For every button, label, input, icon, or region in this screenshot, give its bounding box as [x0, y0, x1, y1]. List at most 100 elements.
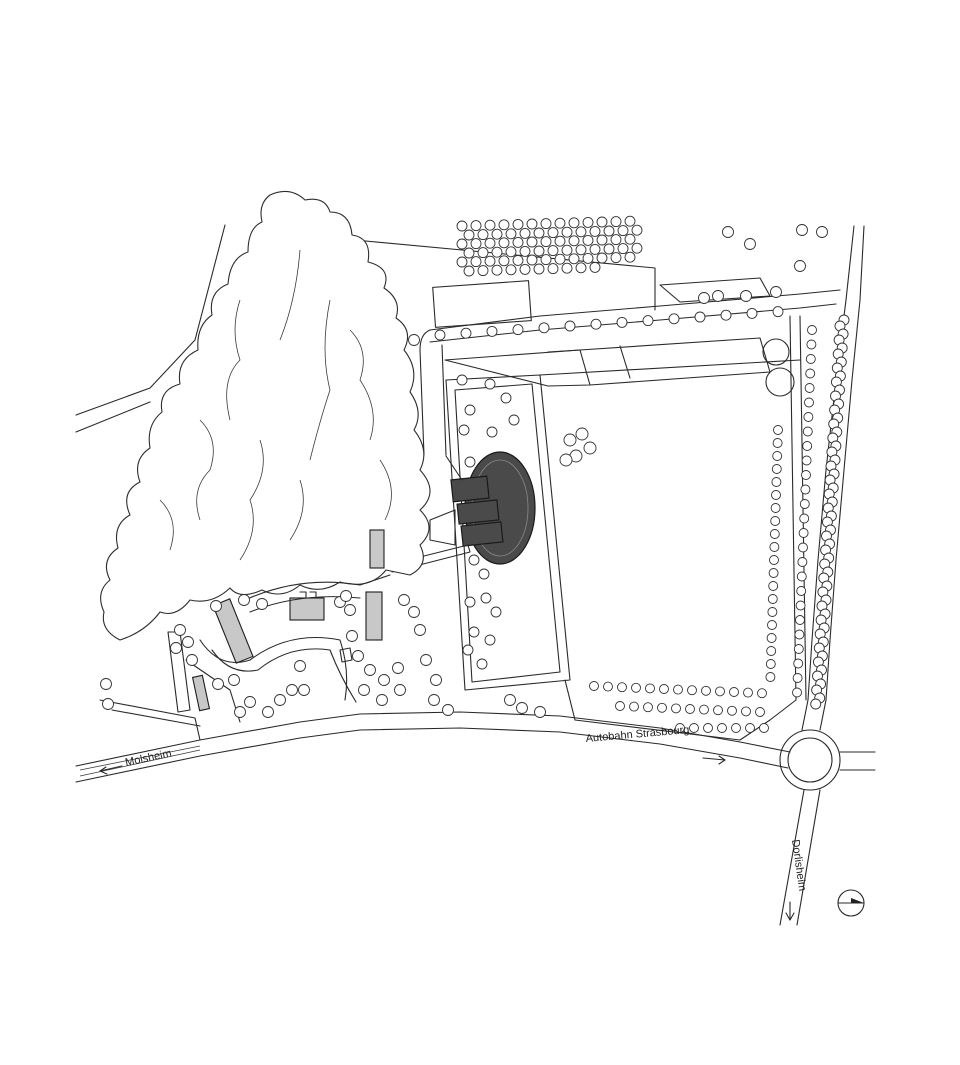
tree	[500, 392, 512, 404]
tree	[561, 226, 573, 238]
tree	[807, 325, 817, 335]
tree	[610, 252, 622, 264]
tree	[538, 322, 550, 334]
tree	[794, 629, 805, 640]
tree	[772, 438, 783, 448]
tree	[434, 329, 446, 341]
tree	[547, 245, 559, 257]
tree	[490, 606, 502, 618]
tree	[768, 581, 779, 591]
tree	[603, 243, 615, 255]
tree	[540, 254, 552, 266]
tree	[701, 685, 711, 696]
tree	[491, 228, 503, 240]
tree	[698, 292, 710, 304]
tree	[617, 243, 629, 255]
tree	[468, 554, 480, 566]
tree	[519, 245, 531, 257]
tree	[462, 644, 474, 656]
tree	[699, 704, 709, 715]
tree	[274, 694, 286, 706]
tree	[519, 263, 531, 275]
tree	[464, 404, 476, 416]
tree	[713, 705, 723, 716]
tree	[547, 263, 559, 275]
tree	[516, 702, 528, 714]
tree	[603, 681, 613, 692]
tree	[526, 236, 538, 248]
tree	[244, 696, 256, 708]
tree	[796, 571, 807, 582]
tree	[575, 244, 587, 256]
tree	[673, 684, 683, 695]
tree	[463, 229, 475, 241]
tree	[703, 723, 713, 733]
tree	[364, 664, 376, 676]
tree	[477, 247, 489, 259]
tree	[460, 327, 472, 339]
tree	[505, 228, 517, 240]
tree	[298, 684, 310, 696]
tree	[352, 650, 364, 662]
tree	[484, 219, 496, 231]
tree	[376, 694, 388, 706]
tree	[769, 542, 780, 552]
tree	[420, 654, 432, 666]
tree	[770, 516, 781, 526]
tree	[771, 477, 782, 487]
tree	[174, 624, 186, 636]
tree	[744, 238, 756, 250]
tree	[408, 606, 420, 618]
tree	[533, 227, 545, 239]
tree	[464, 456, 476, 468]
tree	[484, 255, 496, 267]
tree	[745, 723, 755, 733]
tree	[228, 674, 240, 686]
tree	[589, 681, 599, 691]
tree	[210, 600, 222, 612]
tree	[767, 607, 778, 617]
tree	[526, 218, 538, 230]
tree	[238, 594, 250, 606]
tree	[468, 626, 480, 638]
tree	[358, 684, 370, 696]
tree	[643, 702, 653, 713]
tree	[398, 594, 410, 606]
tree	[740, 290, 752, 302]
north-arrow-icon	[837, 889, 865, 917]
tree	[392, 662, 404, 674]
tree	[770, 503, 781, 513]
tree	[408, 334, 420, 346]
tree	[694, 311, 706, 323]
tree	[800, 484, 811, 495]
tree	[442, 704, 454, 716]
tree	[765, 672, 776, 682]
tree	[575, 427, 589, 441]
tree	[659, 684, 669, 694]
tree	[771, 464, 782, 474]
tree	[554, 253, 566, 265]
tree	[624, 215, 636, 227]
tree	[743, 687, 753, 698]
tree	[563, 433, 577, 447]
tree	[668, 313, 680, 325]
tree	[484, 634, 496, 646]
main-road	[75, 711, 791, 783]
tree	[773, 425, 783, 435]
tree	[759, 723, 769, 733]
tree	[687, 685, 697, 696]
tree	[689, 723, 699, 733]
tree	[794, 260, 806, 272]
tree	[456, 374, 468, 386]
tree	[755, 707, 765, 717]
tree	[476, 658, 488, 670]
tree	[463, 247, 475, 259]
tree	[486, 325, 498, 337]
forest	[100, 190, 431, 641]
tree	[804, 383, 815, 393]
site-access-road	[354, 239, 841, 741]
tree	[803, 412, 814, 422]
tree	[561, 262, 573, 274]
tree	[554, 217, 566, 229]
tree	[796, 224, 808, 236]
